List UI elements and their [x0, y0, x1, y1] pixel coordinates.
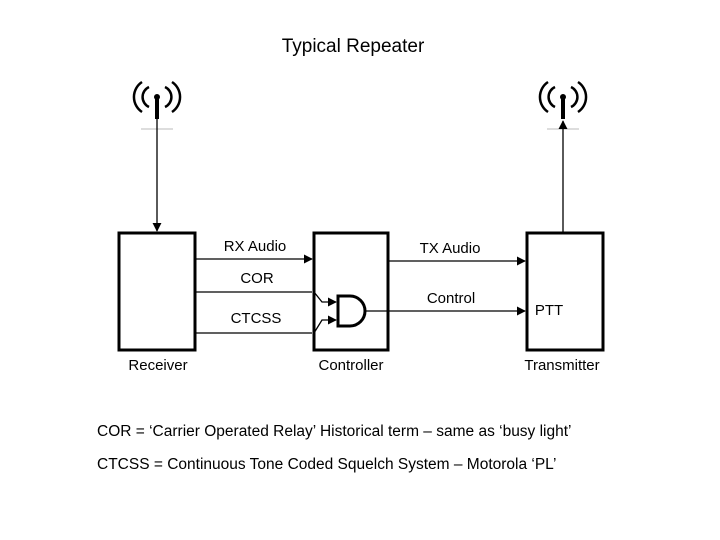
transmitter-block	[525, 231, 605, 352]
ptt-label: PTT	[535, 302, 563, 319]
controller-block	[312, 231, 390, 352]
diagram-title: Typical Repeater	[282, 36, 425, 57]
controller-label: Controller	[318, 357, 383, 374]
ctcss-term: CTCSS	[97, 456, 150, 473]
tx-audio-label: TX Audio	[420, 240, 481, 257]
ctcss-gate-input	[313, 315, 337, 334]
control-label: Control	[427, 290, 475, 307]
receiver-label: Receiver	[128, 357, 187, 374]
cor-gate-input	[313, 291, 337, 307]
ctcss-label: CTCSS	[231, 310, 282, 327]
rx-audio-label: RX Audio	[224, 238, 287, 255]
cor-label: COR	[240, 270, 274, 287]
and-gate-icon	[336, 294, 367, 328]
cor-definition-text: = ‘Carrier Operated Relay’ Historical te…	[131, 423, 572, 440]
cor-definition: COR = ‘Carrier Operated Relay’ Historica…	[97, 423, 572, 441]
ctcss-definition-text: = Continuous Tone Coded Squelch System –…	[149, 456, 557, 473]
receiver-block	[117, 231, 197, 352]
ctcss-definition: CTCSS = Continuous Tone Coded Squelch Sy…	[97, 456, 556, 474]
transmitter-label: Transmitter	[524, 357, 599, 374]
cor-term: COR	[97, 423, 132, 440]
